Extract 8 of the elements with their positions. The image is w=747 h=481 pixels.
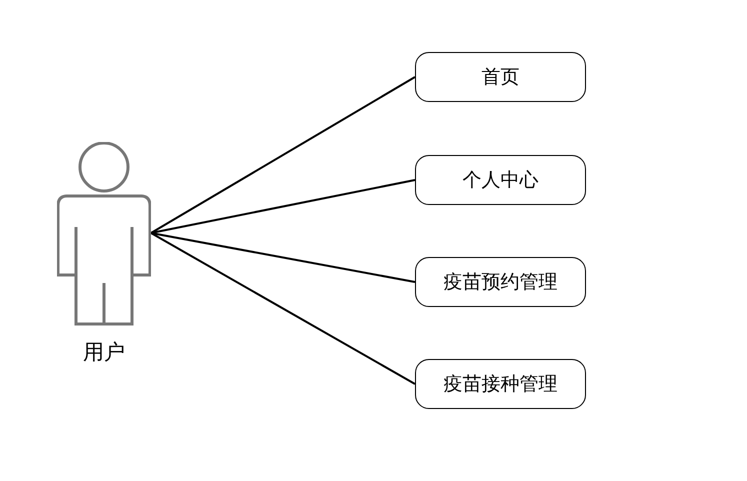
use-case-box: 疫苗接种管理: [415, 359, 586, 409]
association-line: [150, 232, 416, 283]
use-case-box: 个人中心: [415, 155, 586, 205]
use-case-box: 首页: [415, 52, 586, 102]
actor-label: 用户: [82, 339, 126, 366]
association-line: [150, 232, 416, 385]
use-case-box: 疫苗预约管理: [415, 257, 586, 307]
association-line: [150, 76, 416, 234]
